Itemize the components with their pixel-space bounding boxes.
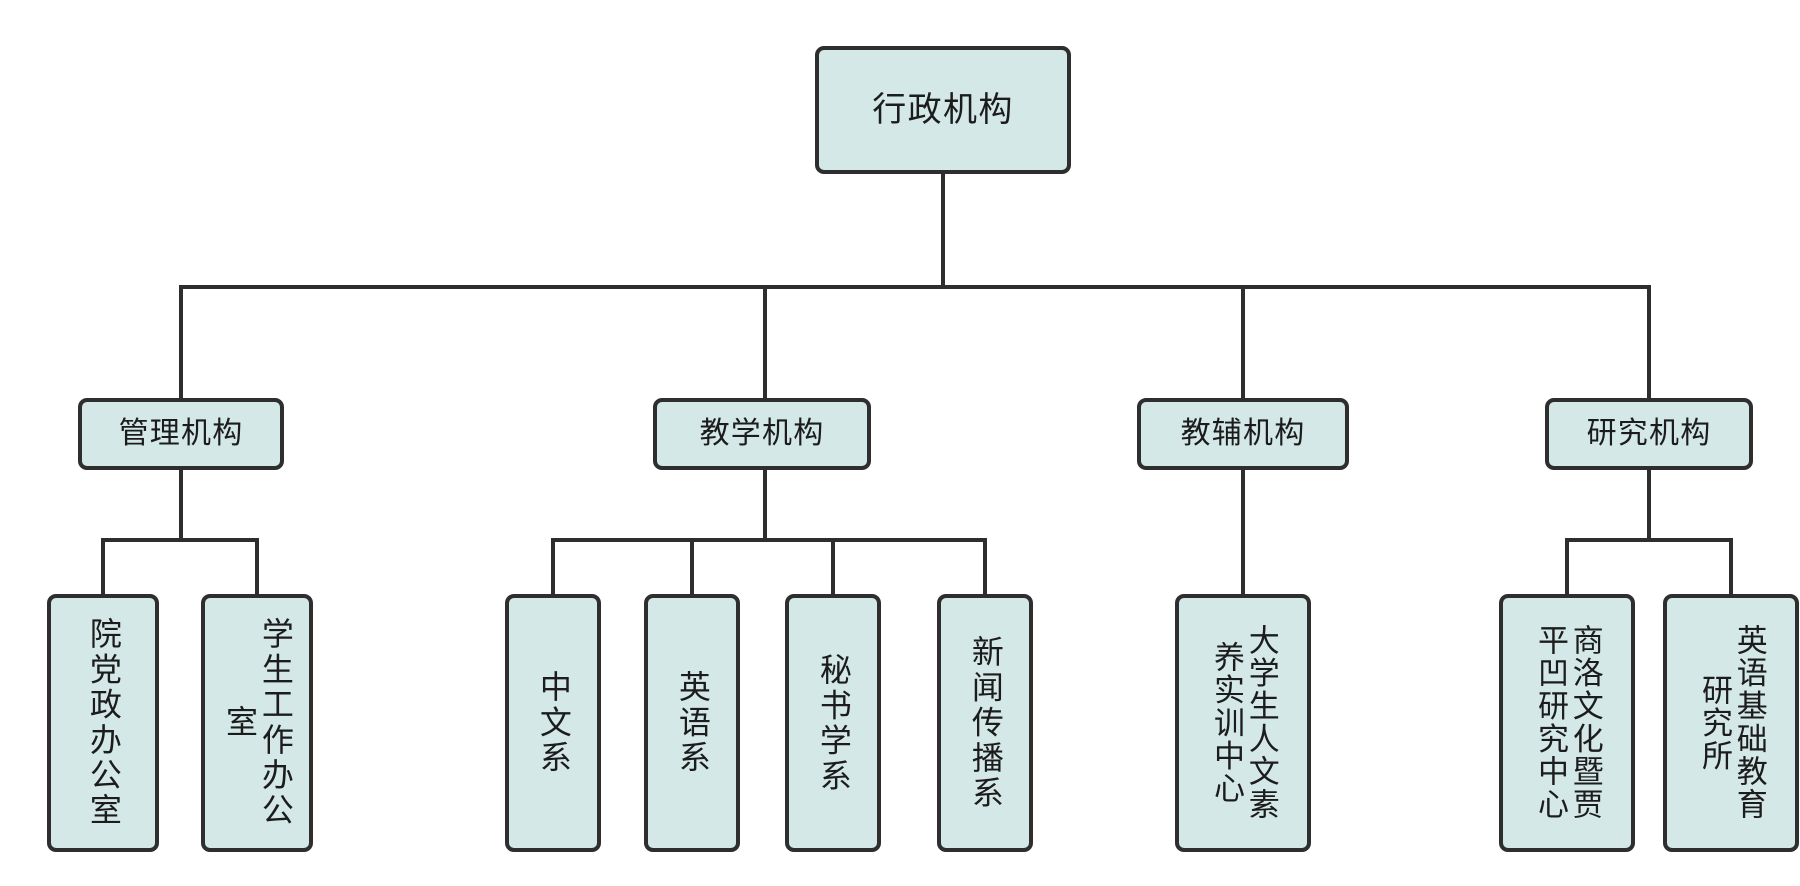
node-secretarial-studies-department[interactable]: 秘书学系 (785, 594, 881, 852)
node-label: 英语系 (673, 670, 712, 776)
node-shangluo-culture-jia-pingwa-research-center[interactable]: 商洛文化暨贾平凹研究中心 (1499, 594, 1635, 852)
node-student-work-office[interactable]: 学生工作办公室 (201, 594, 313, 852)
node-research-organization[interactable]: 研究机构 (1545, 398, 1753, 470)
node-label: 中文系 (534, 670, 573, 776)
node-english-department[interactable]: 英语系 (644, 594, 740, 852)
node-label: 教辅机构 (1180, 416, 1306, 452)
node-label: 英语基础教育研究所 (1696, 624, 1767, 822)
node-label: 商洛文化暨贾平凹研究中心 (1532, 624, 1603, 822)
node-label: 教学机构 (699, 416, 825, 452)
node-root-administrative-organization[interactable]: 行政机构 (815, 46, 1071, 174)
node-english-basic-education-research-institute[interactable]: 英语基础教育研究所 (1663, 594, 1799, 852)
node-label: 大学生人文素养实训中心 (1208, 624, 1279, 822)
node-label: 研究机构 (1586, 416, 1712, 452)
node-journalism-communication-department[interactable]: 新闻传播系 (937, 594, 1033, 852)
node-label: 新闻传播系 (966, 635, 1005, 811)
node-label: 学生工作办公室 (221, 617, 295, 829)
node-label: 院党政办公室 (84, 617, 123, 829)
node-teaching-support-organization[interactable]: 教辅机构 (1137, 398, 1349, 470)
node-label: 秘书学系 (814, 652, 853, 794)
node-management-organization[interactable]: 管理机构 (78, 398, 284, 470)
node-humanities-training-center[interactable]: 大学生人文素养实训中心 (1175, 594, 1311, 852)
node-party-admin-office[interactable]: 院党政办公室 (47, 594, 159, 852)
node-label: 管理机构 (118, 416, 244, 452)
node-teaching-organization[interactable]: 教学机构 (653, 398, 871, 470)
node-label: 行政机构 (872, 89, 1014, 130)
node-chinese-department[interactable]: 中文系 (505, 594, 601, 852)
